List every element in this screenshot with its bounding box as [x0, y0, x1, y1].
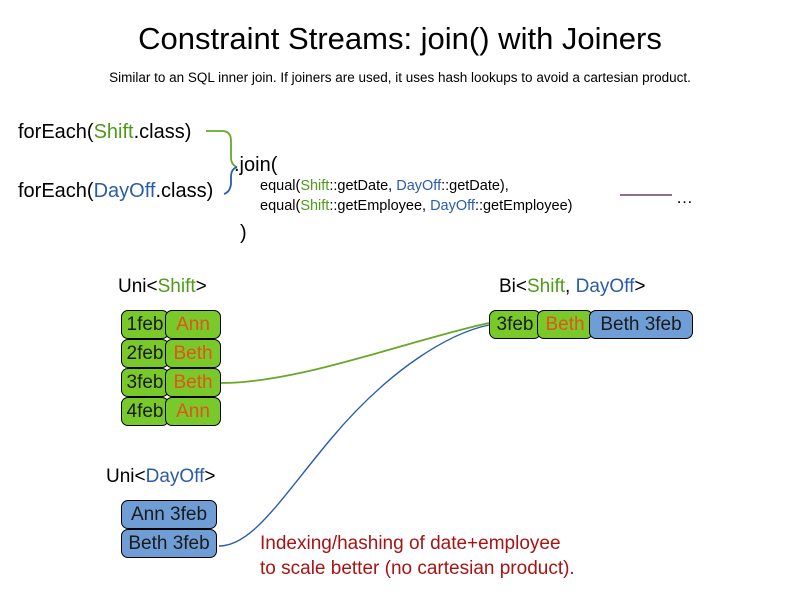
wire-unishift-to-bi	[220, 322, 490, 384]
label-bi-stream: Bi<Shift, DayOff>	[499, 275, 645, 298]
joiner1-left-type: Shift	[300, 178, 330, 194]
code-type-dayoff: DayOff	[93, 180, 156, 202]
code-join-open: .join(	[234, 154, 278, 176]
shift-date-cell: 4feb	[121, 397, 169, 426]
label-bi-type-b: DayOff	[575, 276, 635, 297]
joiner1-prefix: equal(	[260, 178, 301, 194]
label-uni-dayoff-suffix: >	[204, 466, 216, 487]
shift-employee-cell: Beth	[165, 339, 221, 368]
code-foreach-dayoff-prefix: forEach(	[18, 180, 94, 202]
annotation-note: Indexing/hashing of date+employee to sca…	[260, 531, 575, 581]
joiner2-left-type: Shift	[300, 198, 330, 214]
joiner2-prefix: equal(	[260, 198, 301, 214]
label-uni-shift: Uni<Shift>	[118, 275, 207, 298]
joiner1-right-method: ::getDate),	[441, 178, 509, 194]
code-ellipsis: …	[676, 188, 694, 207]
shift-date-cell: 3feb	[121, 368, 169, 397]
label-uni-shift-prefix: Uni<	[118, 276, 158, 297]
label-uni-shift-type: Shift	[157, 276, 196, 297]
label-bi-prefix: Bi<	[499, 276, 527, 297]
joiner2-right-method: ::getEmployee)	[474, 198, 573, 214]
code-foreach-shift: forEach(Shift.class)	[18, 120, 191, 144]
label-uni-shift-suffix: >	[195, 276, 207, 297]
code-join-close: )	[240, 222, 247, 244]
code-foreach-dayoff-suffix: .class)	[155, 180, 214, 202]
code-type-shift: Shift	[93, 121, 134, 143]
label-uni-dayoff-type: DayOff	[145, 466, 205, 487]
shift-date-cell: 1feb	[121, 310, 169, 339]
code-foreach-shift-prefix: forEach(	[18, 121, 94, 143]
label-bi-type-a: Shift	[527, 276, 566, 297]
uni-dayoff-row-0: Ann 3feb	[121, 500, 217, 529]
uni-shift-row-0: 1feb Ann	[121, 310, 221, 339]
dayoff-pair-cell: Beth 3feb	[121, 529, 217, 558]
joiner1-left-method: ::getDate,	[329, 178, 397, 194]
code-foreach-dayoff: forEach(DayOff.class)	[18, 179, 213, 203]
dayoff-pair-cell: Ann 3feb	[121, 500, 217, 529]
label-uni-dayoff: Uni<DayOff>	[106, 465, 216, 488]
bi-row: 3feb Beth Beth 3feb	[489, 310, 693, 339]
code-joiner-equal-employee: equal(Shift::getEmployee, DayOff::getEmp…	[260, 197, 572, 216]
page-title: Constraint Streams: join() with Joiners	[138, 21, 662, 56]
annotation-line-1: Indexing/hashing of date+employee	[260, 533, 561, 554]
code-joiner-equal-date: equal(Shift::getDate, DayOff::getDate),	[260, 177, 509, 196]
joiner1-right-type: DayOff	[396, 178, 442, 194]
uni-shift-row-3: 4feb Ann	[121, 397, 221, 426]
label-uni-dayoff-prefix: Uni<	[106, 466, 146, 487]
annotation-line-2: to scale better (no cartesian product).	[260, 558, 575, 579]
wire-unidayoff-to-bi	[218, 324, 490, 547]
label-bi-suffix: >	[634, 276, 646, 297]
uni-shift-row-2: 3feb Beth	[121, 368, 221, 397]
shift-employee-cell: Ann	[165, 397, 221, 426]
joiner2-right-type: DayOff	[430, 198, 475, 214]
label-bi-sep: ,	[565, 276, 576, 297]
page-subtitle: Similar to an SQL inner join. If joiners…	[109, 70, 691, 85]
uni-shift-row-1: 2feb Beth	[121, 339, 221, 368]
wire-shift-to-join	[206, 130, 238, 168]
bi-shift-date-cell: 3feb	[489, 310, 541, 339]
joiner2-left-method: ::getEmployee,	[329, 198, 431, 214]
bi-shift-employee-cell: Beth	[537, 310, 593, 339]
code-foreach-shift-suffix: .class)	[133, 121, 192, 143]
shift-employee-cell: Ann	[165, 310, 221, 339]
shift-employee-cell: Beth	[165, 368, 221, 397]
bi-dayoff-cell: Beth 3feb	[589, 310, 693, 339]
uni-dayoff-row-1: Beth 3feb	[121, 529, 217, 558]
shift-date-cell: 2feb	[121, 339, 169, 368]
